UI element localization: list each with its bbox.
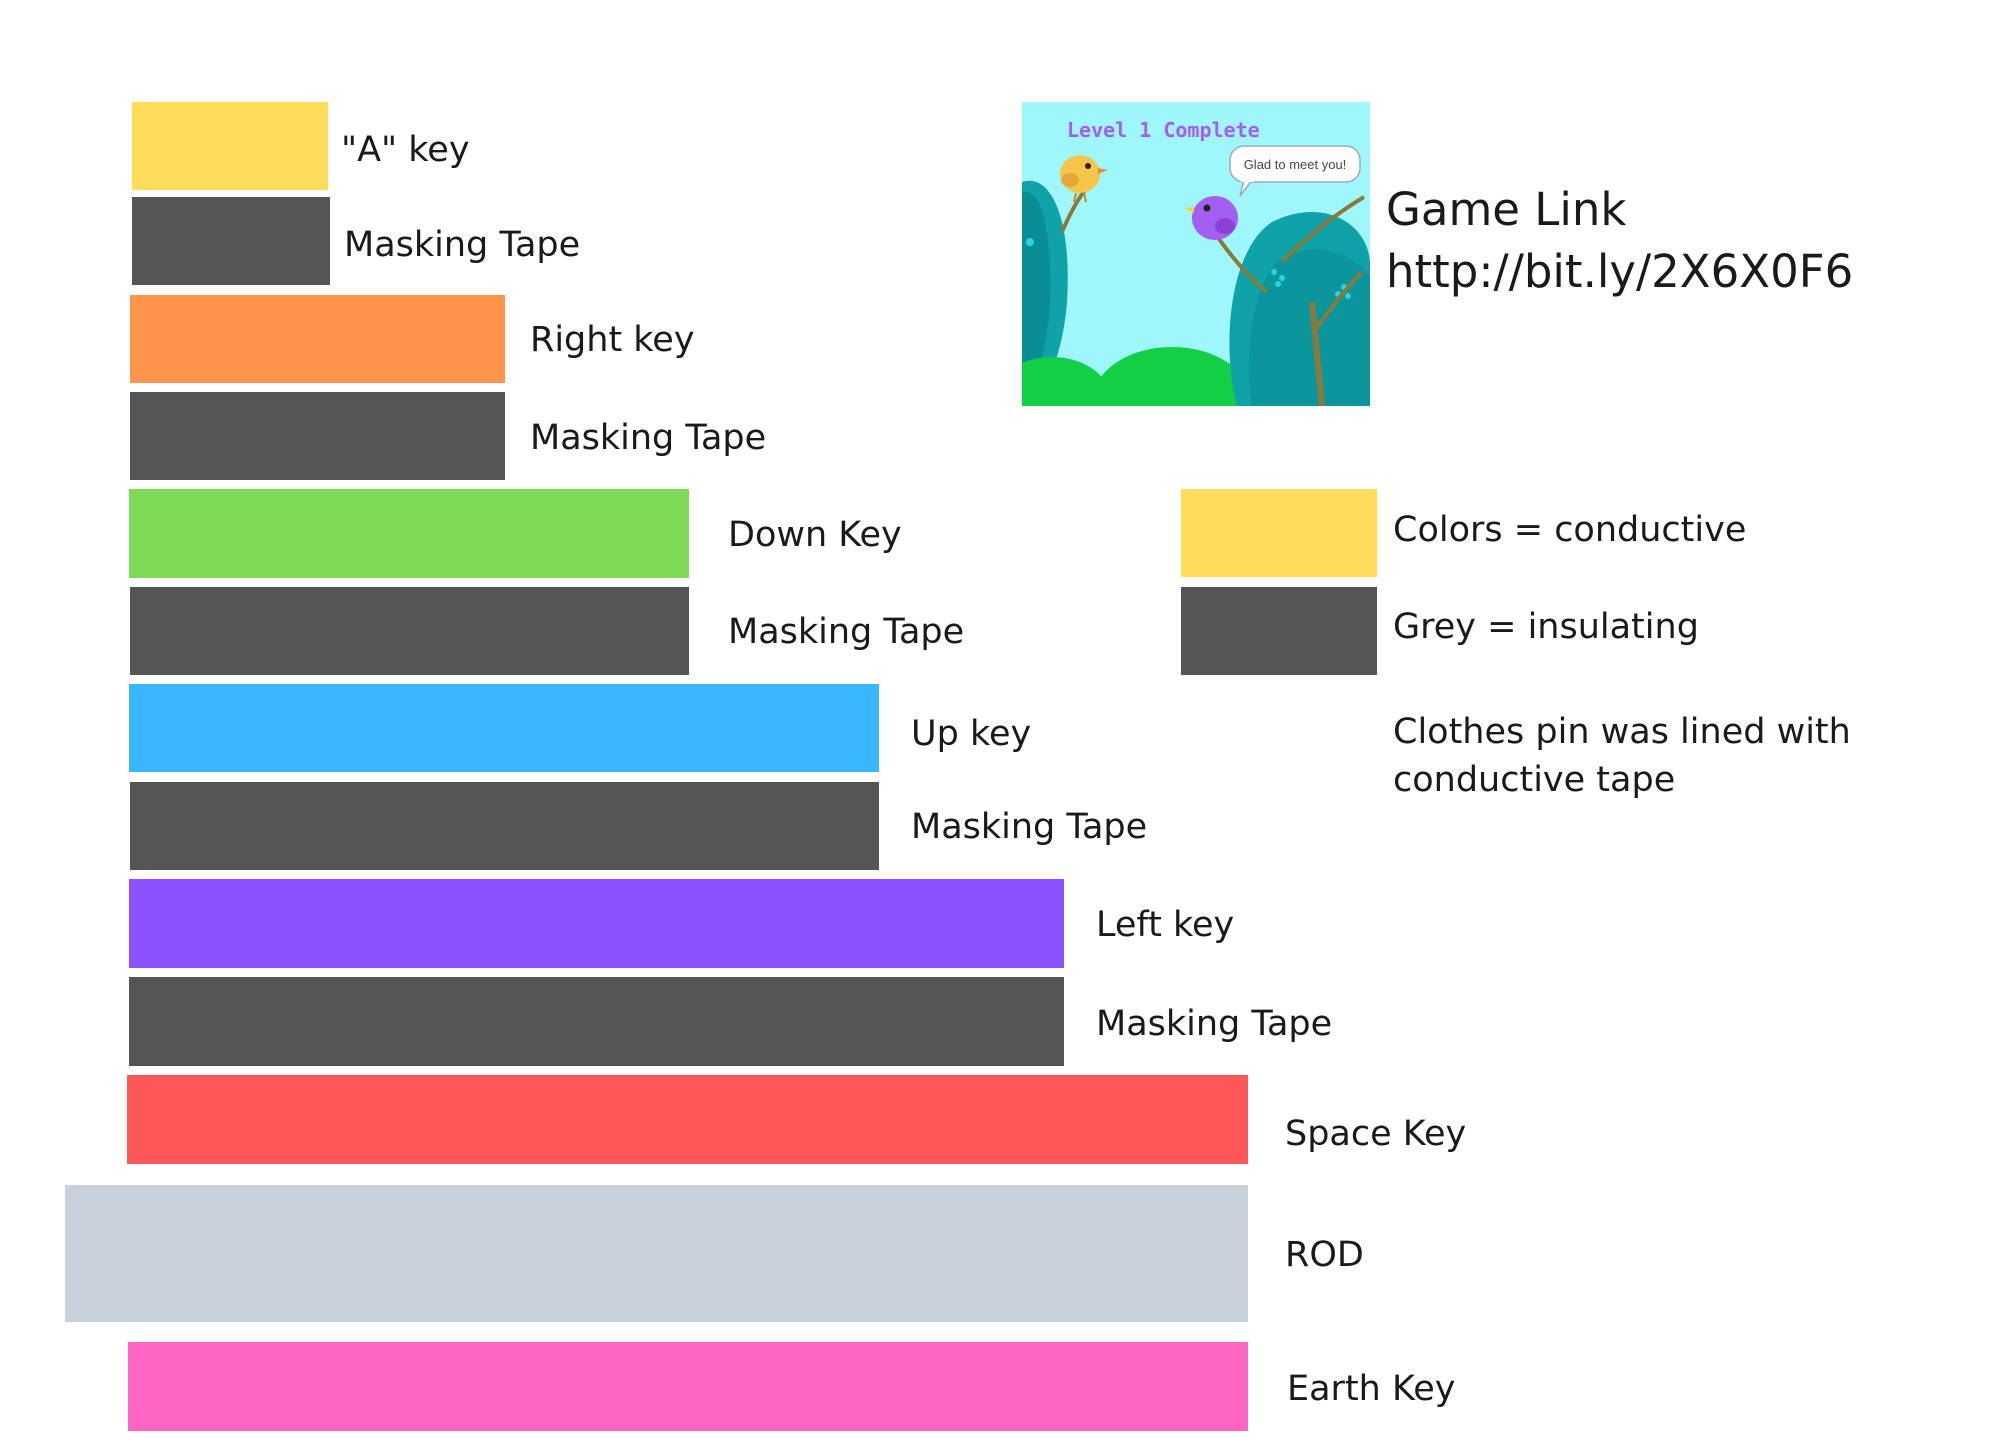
masking-tape-bar (132, 197, 330, 285)
a-key-bar (132, 102, 328, 190)
space-key-bar (127, 1075, 1248, 1164)
right-key-bar (130, 295, 505, 383)
game-screenshot: Glad to meet you! Level 1 Complete (1022, 102, 1370, 406)
game-link-url[interactable]: http://bit.ly/2X6X0F6 (1386, 245, 1854, 298)
down-key-label: Down Key (728, 515, 902, 555)
masking-tape-label: Masking Tape (344, 225, 581, 265)
up-key-label: Up key (911, 714, 1032, 754)
legend-color-swatch (1181, 489, 1377, 577)
a-key-label: "A" key (341, 130, 470, 170)
level-complete-text: Level 1 Complete (1067, 118, 1260, 142)
masking-tape-label: Masking Tape (911, 807, 1148, 847)
masking-tape-label: Masking Tape (728, 612, 965, 652)
speech-bubble-text: Glad to meet you! (1244, 157, 1347, 172)
masking-tape-bar (130, 587, 689, 675)
earth-key-label: Earth Key (1287, 1369, 1456, 1409)
left-key-bar (129, 879, 1064, 968)
left-key-label: Left key (1096, 905, 1235, 945)
legend-grey-text: Grey = insulating (1393, 607, 1699, 647)
rod-bar (65, 1185, 1248, 1322)
earth-key-bar (128, 1342, 1248, 1431)
masking-tape-bar (130, 782, 879, 870)
rod-label: ROD (1285, 1235, 1364, 1275)
clothes-pin-note: Clothes pin was lined with conductive ta… (1393, 712, 1851, 800)
legend-color-text: Colors = conductive (1393, 510, 1747, 550)
masking-tape-bar (130, 392, 505, 480)
game-link-title: Game Link (1386, 183, 1627, 236)
down-key-bar (129, 489, 689, 578)
right-key-label: Right key (530, 320, 695, 360)
space-key-label: Space Key (1285, 1114, 1467, 1154)
legend-grey-swatch (1181, 587, 1377, 675)
masking-tape-label: Masking Tape (1096, 1004, 1333, 1044)
up-key-bar (129, 684, 879, 772)
masking-tape-bar (129, 977, 1064, 1066)
masking-tape-label: Masking Tape (530, 418, 767, 458)
